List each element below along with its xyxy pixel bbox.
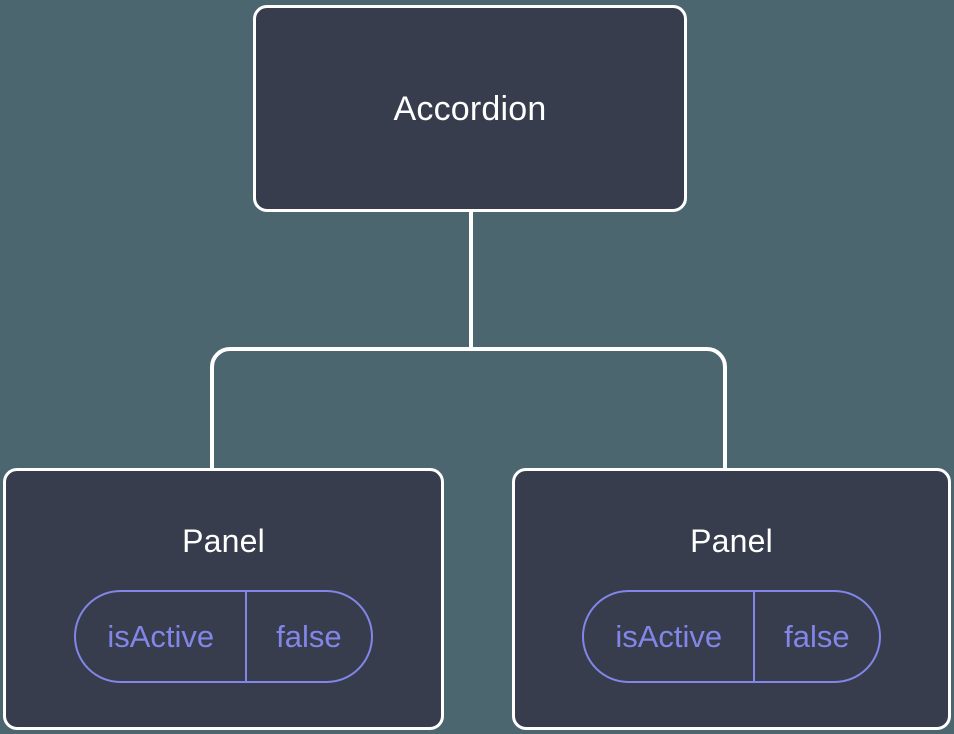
node-panel-1[interactable]: Panel isActive false	[3, 468, 444, 730]
prop-value-isactive-2: false	[753, 592, 878, 681]
prop-key-isactive-2: isActive	[615, 619, 723, 654]
prop-key-isactive-1: isActive	[107, 619, 215, 654]
edge-branch-to-panel-right	[471, 347, 727, 470]
node-panel-2[interactable]: Panel isActive false	[512, 468, 951, 730]
edge-branch-to-panel-left	[210, 347, 471, 470]
node-panel-2-label: Panel	[690, 523, 773, 559]
node-accordion-label: Accordion	[393, 89, 547, 128]
node-accordion[interactable]: Accordion	[253, 5, 687, 212]
prop-value-isactive-1: false	[245, 592, 370, 681]
prop-badge-isactive-2[interactable]: isActive false	[582, 590, 881, 683]
node-panel-1-label: Panel	[182, 523, 265, 559]
prop-badge-isactive-1[interactable]: isActive false	[74, 590, 373, 683]
